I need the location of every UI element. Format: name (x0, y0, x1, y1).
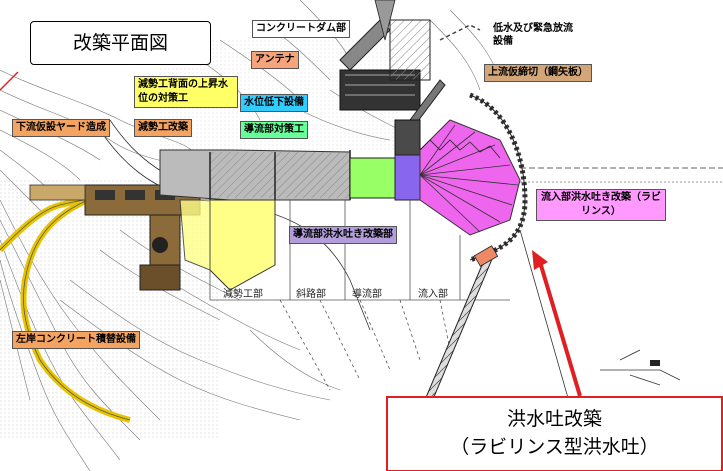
callout-arrow (532, 250, 582, 397)
cofferdam-line (439, 24, 481, 41)
section-energy: 減勢工部 (223, 289, 263, 300)
label-energy-dissipator: 減勢工改築 (134, 119, 192, 137)
label-left-bank: 左岸コンクリート積替設備 (12, 331, 140, 349)
callout-box: 洪水吐改築 （ラビリンス型洪水吐） (386, 396, 723, 471)
label-water-level-down: 水位低下設備 (240, 94, 308, 112)
guide-channel-area (349, 157, 396, 199)
energy-dissipator-area (209, 199, 276, 291)
label-energy-wall: 減勢工背面の上昇水位の対策工 (134, 76, 238, 108)
upper-structures (339, 0, 446, 161)
guide-spillway-area (394, 154, 421, 201)
callout-line-2: （ラビリンス型洪水吐） (450, 436, 659, 458)
labyrinth-spillway (419, 119, 521, 236)
label-concrete-dam: コンクリートダム部 (252, 20, 350, 38)
section-guide: 導流部 (352, 289, 382, 300)
label-downstream-yard: 下流仮設ヤード造成 (12, 119, 110, 137)
page-title: 改築平面図 (30, 21, 211, 65)
label-antenna: アンテナ (251, 51, 299, 69)
section-inlet: 流入部 (418, 289, 448, 300)
label-inlet-spillway: 流入部洪水吐き改築（ラビリンス） (536, 189, 666, 221)
callout-line-1: 洪水吐改築 (506, 408, 602, 430)
label-guide-spillway: 導流部洪水吐き改築部 (289, 226, 397, 244)
label-upstream-cofferdam: 上流仮締切（鋼矢板） (484, 64, 592, 82)
section-slope: 斜路部 (296, 289, 326, 300)
label-low-water: 低水及び緊急放流設備 (493, 23, 573, 47)
dam-body (159, 149, 351, 201)
label-guide-channel: 導流部対策工 (240, 121, 308, 139)
